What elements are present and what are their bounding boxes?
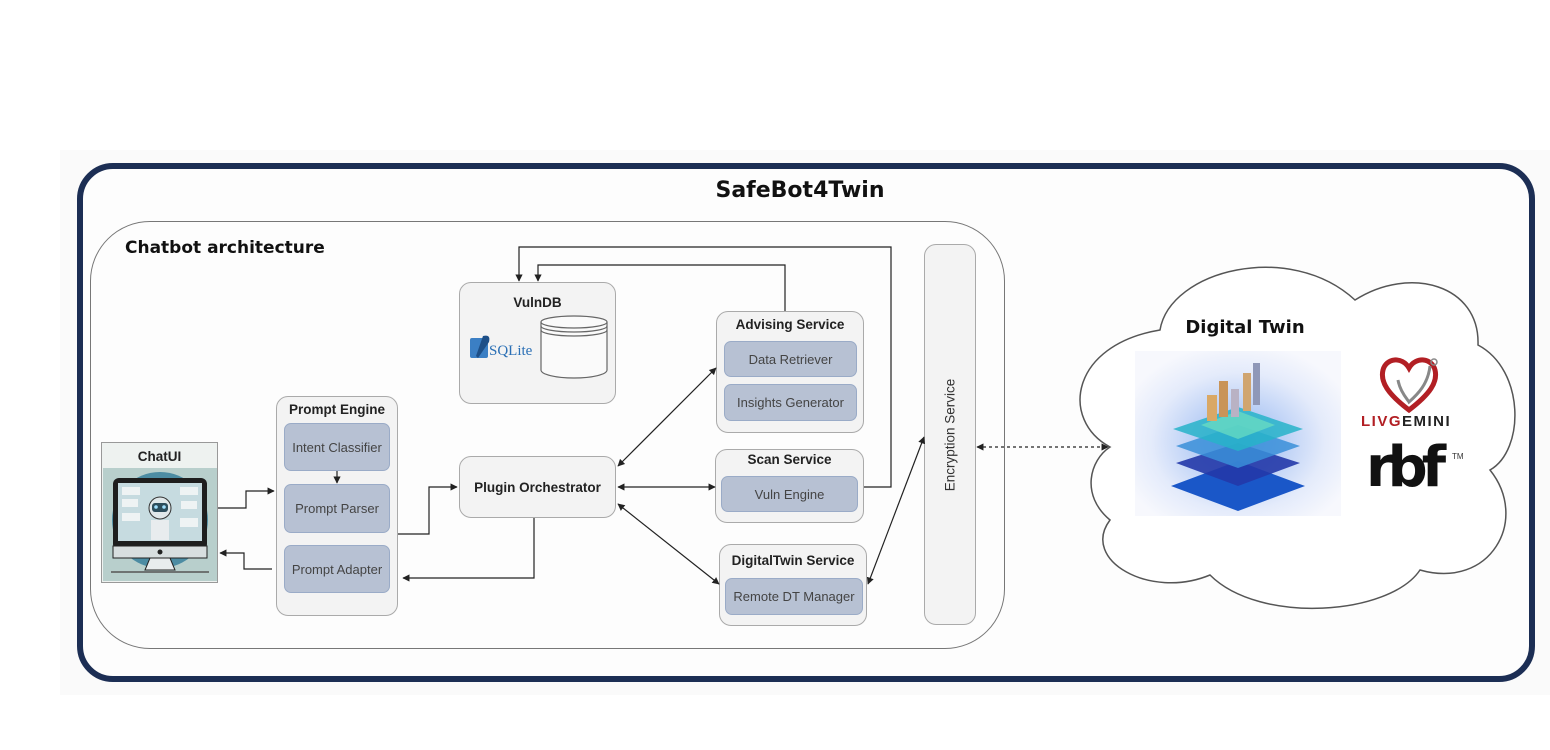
- rbf-logo: rbf: [1366, 435, 1446, 500]
- insights-generator: Insights Generator: [724, 384, 857, 421]
- remote-dt-manager: Remote DT Manager: [725, 578, 863, 615]
- plugin-orchestrator-label: Plugin Orchestrator: [474, 479, 601, 495]
- chatui-box: ChatUI: [101, 442, 218, 583]
- vuln-engine: Vuln Engine: [721, 476, 858, 512]
- database-cylinder-icon: [540, 315, 608, 379]
- encryption-service-label: Encryption Service: [942, 378, 958, 491]
- sqlite-label: SQLite: [489, 343, 533, 359]
- digitaltwin-service-title: DigitalTwin Service: [731, 553, 855, 568]
- digital-twin-city-illustration: [1135, 351, 1341, 516]
- rbf-trademark: TM: [1452, 452, 1464, 461]
- diagram-title: SafeBot4Twin: [715, 178, 885, 203]
- chatui-label: ChatUI: [137, 449, 182, 464]
- chatbot-architecture-title: Chatbot architecture: [125, 238, 325, 258]
- intent-classifier: Intent Classifier: [284, 423, 390, 471]
- sqlite-logo-icon: [470, 335, 490, 358]
- prompt-parser: Prompt Parser: [284, 484, 390, 533]
- plugin-orchestrator-box: Plugin Orchestrator: [459, 456, 616, 518]
- prompt-engine-title: Prompt Engine: [288, 402, 385, 417]
- livgemini-heart-icon: [1379, 357, 1439, 414]
- robot-monitor-icon: [103, 468, 217, 581]
- digital-twin-title: Digital Twin: [1185, 317, 1305, 338]
- data-retriever: Data Retriever: [724, 341, 857, 377]
- encryption-service-box: Encryption Service: [924, 244, 976, 625]
- scan-service-title: Scan Service: [747, 452, 832, 467]
- prompt-adapter: Prompt Adapter: [284, 545, 390, 593]
- vulndb-title: VulnDB: [513, 295, 562, 310]
- advising-service-title: Advising Service: [735, 317, 845, 332]
- livgemini-logo: LIVGEMINI: [1361, 413, 1452, 430]
